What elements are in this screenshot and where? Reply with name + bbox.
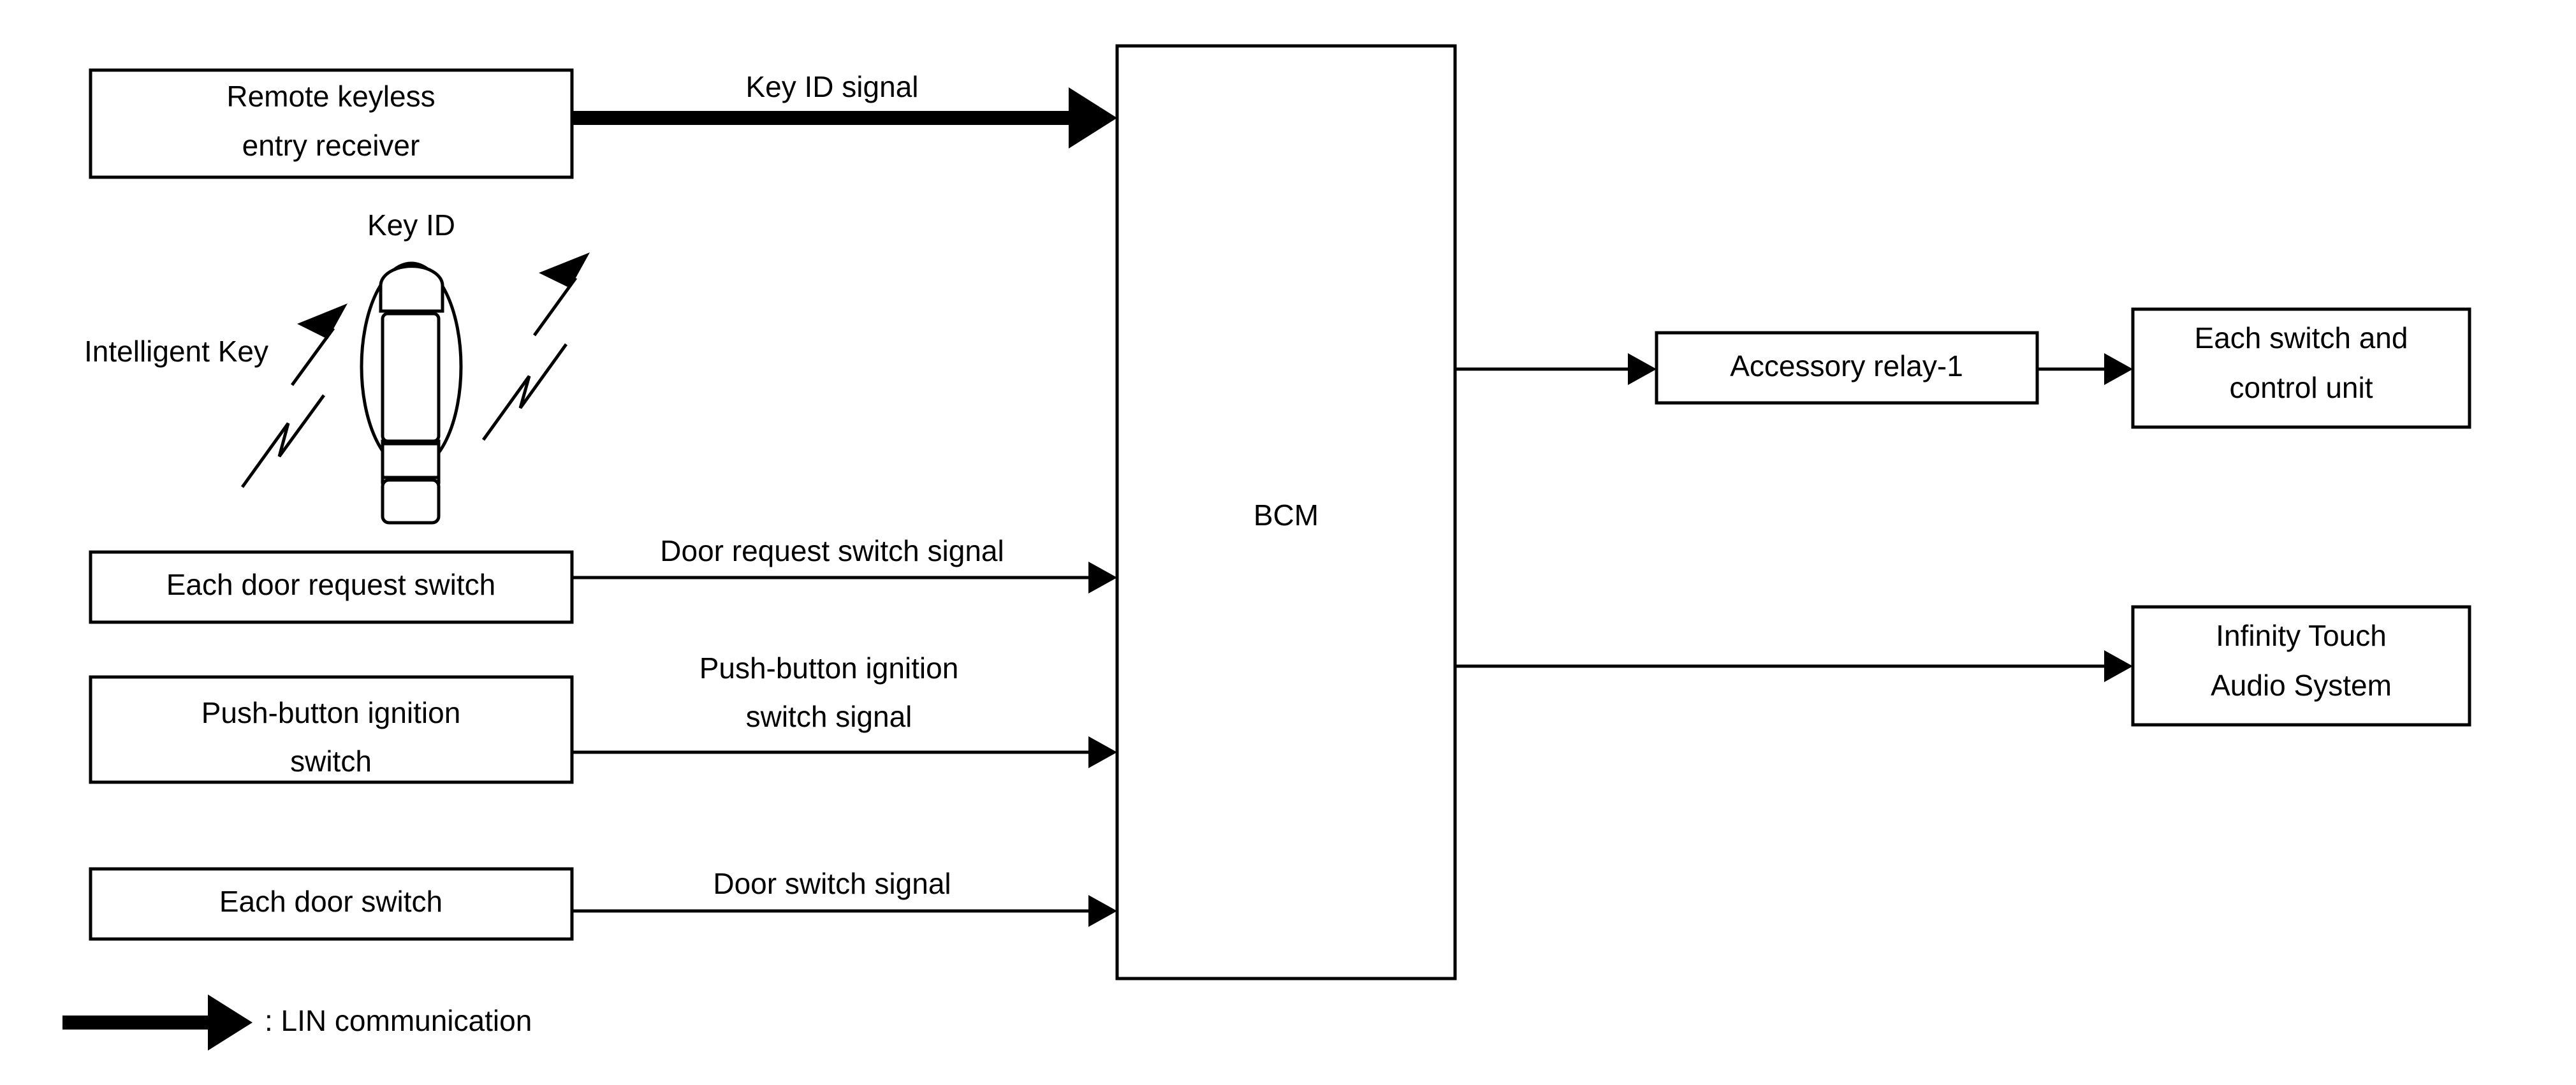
legend-arrow-head [208,994,252,1051]
radio-wave-upper-arrowhead [539,252,590,288]
remote-keyless-entry-receiver-label-line1: Remote keyless [226,80,435,113]
push-button-ignition-switch-signal-label-line1: Push-button ignition [699,652,959,685]
radio-wave-upper-shaft [532,277,578,337]
each-door-switch-box [89,867,574,941]
door-switch-signal-arrowhead [1088,895,1117,927]
bcm-box [1115,44,1457,980]
accessory-relay-to-switch-control-unit-arrowhead [2104,353,2133,385]
edge-door-switch-signal: Door switch signal [572,867,1117,927]
bcm-to-accessory-relay-arrowhead [1628,353,1657,385]
each-door-switch-label: Each door switch [219,885,443,918]
edge-bcm-to-infinity-touch-audio-system [1455,650,2133,682]
edge-bcm-to-accessory-relay [1455,353,1657,385]
each-door-request-switch-label: Each door request switch [166,568,496,601]
accessory-relay-1-box [1655,331,2039,405]
edge-push-button-ignition-switch-signal: Push-button ignition switch signal [572,652,1117,768]
intelligent-key-group: Key ID Intelligent Key [84,208,590,525]
radio-wave-lower-zigzag [240,394,326,488]
infinity-touch-audio-system-label-line1: Infinity Touch [2216,619,2387,652]
legend-lin-communication-label: : LIN communication [265,1004,532,1037]
node-push-button-ignition-switch[interactable]: Push-button ignition switch [89,675,574,784]
push-button-ignition-switch-signal-arrowhead [1088,736,1117,768]
door-request-switch-signal-arrowhead [1088,562,1117,593]
radio-wave-upper-zigzag [481,343,568,441]
remote-keyless-entry-receiver-label-line2: entry receiver [242,129,420,162]
node-remote-keyless-entry-receiver[interactable]: Remote keyless entry receiver [89,68,574,179]
each-switch-and-control-unit-label-line2: control unit [2229,371,2373,404]
push-button-ignition-switch-label-line1: Push-button ignition [201,696,461,729]
node-infinity-touch-audio-system[interactable]: Infinity Touch Audio System [2131,605,2471,727]
radio-wave-upper-right [481,252,590,441]
bcm-to-infinity-touch-arrowhead [2104,650,2133,682]
node-accessory-relay-1[interactable]: Accessory relay-1 [1655,331,2039,405]
key-id-free-label: Key ID [367,208,455,242]
legend-lin-communication: : LIN communication [62,994,532,1051]
push-button-ignition-switch-signal-label-line2: switch signal [746,700,912,733]
key-fob-emitter [379,265,444,313]
each-switch-and-control-unit-box [2131,307,2471,429]
node-bcm[interactable]: BCM [1115,44,1457,980]
radio-wave-lower-left [240,303,348,488]
key-fob-button-middle [381,442,441,479]
push-button-ignition-switch-box [89,675,574,784]
node-each-door-switch[interactable]: Each door switch [89,867,574,941]
infinity-touch-audio-system-box [2131,605,2471,727]
door-switch-signal-label: Door switch signal [713,867,951,900]
each-switch-and-control-unit-label-line1: Each switch and [2195,321,2408,354]
each-door-request-switch-box [89,550,574,624]
key-fob-button-lower [381,478,441,525]
push-button-ignition-switch-label-line2: switch [290,745,372,778]
radio-wave-lower-arrowhead [297,303,348,339]
infinity-touch-audio-system-label-line2: Audio System [2211,669,2392,702]
intelligent-key-free-label: Intelligent Key [84,335,268,368]
edge-key-id-signal: Key ID signal [572,70,1117,149]
key-id-signal-arrowhead [1069,87,1117,149]
key-id-signal-label: Key ID signal [745,70,918,103]
door-request-switch-signal-label: Door request switch signal [660,534,1004,567]
bcm-label: BCM [1254,499,1319,532]
key-fob-button-panel-upper [381,312,441,443]
remote-keyless-entry-receiver-box [89,68,574,179]
node-each-switch-and-control-unit[interactable]: Each switch and control unit [2131,307,2471,429]
edge-accessory-relay-to-switch-control-unit [2037,353,2133,385]
node-each-door-request-switch[interactable]: Each door request switch [89,550,574,624]
edge-door-request-switch-signal: Door request switch signal [572,534,1117,593]
accessory-relay-1-label: Accessory relay-1 [1730,349,1963,382]
